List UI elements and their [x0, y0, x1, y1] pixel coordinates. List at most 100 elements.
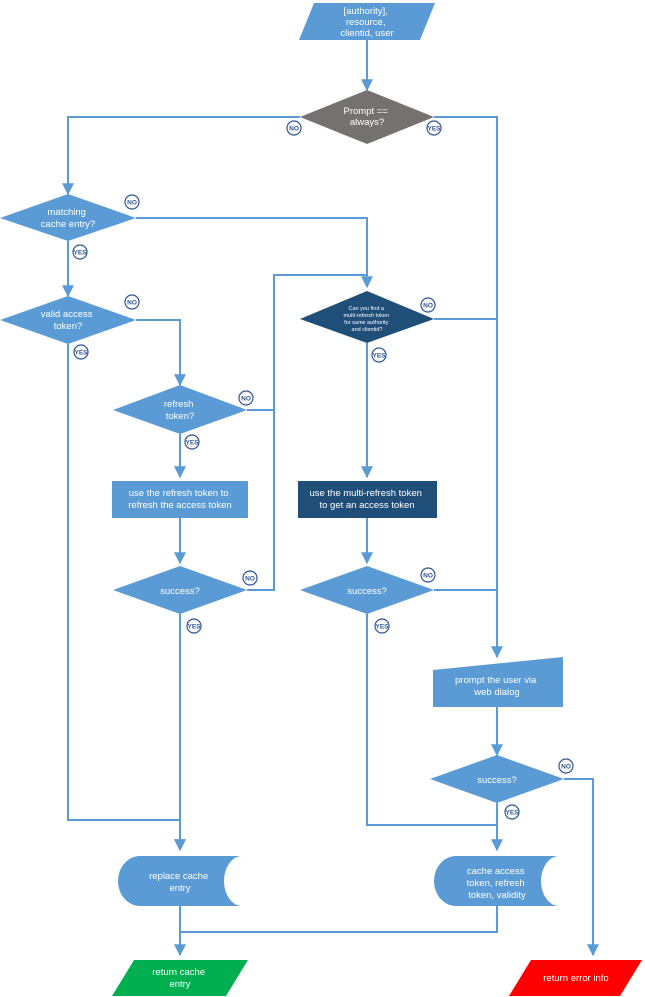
return-error-shape: [509, 960, 642, 996]
svg-text:YES: YES: [185, 440, 199, 447]
use-multi-refresh-process: use the multi-refresh token to get an ac…: [298, 481, 437, 518]
edge-success-prompt-no-to-error: [564, 778, 599, 957]
edge-cache-to-return: [180, 906, 498, 933]
use-multi-refresh-line-1: use the multi-refresh token: [309, 488, 421, 499]
svg-text:YES: YES: [73, 250, 87, 257]
multi-refresh-line-4: and clientid?: [352, 327, 383, 333]
multi-refresh-line-1: Can you find a: [349, 306, 385, 312]
success-multi-shape: [300, 566, 434, 614]
badge-success-multi-no: NO: [420, 567, 436, 583]
badge-matching-no: NO: [124, 194, 140, 210]
badge-valid-no: NO: [124, 294, 140, 310]
return-cache-line-2: entry: [169, 979, 190, 990]
badge-success-refresh-yes: YES: [186, 618, 202, 634]
multi-refresh-shape: [300, 291, 434, 343]
start-input-shape: [299, 3, 435, 40]
start-input-line-1: [authority],: [344, 6, 388, 17]
refresh-token-line-2: token?: [166, 411, 195, 422]
prompt-always-line-1: Prompt ==: [344, 106, 389, 117]
edge-prompt-no-to-matching: [62, 116, 300, 196]
badge-refresh-no: NO: [238, 390, 254, 406]
cache-access-shape: [434, 856, 559, 906]
prompt-user-line-2: web dialog: [473, 687, 519, 698]
svg-text:success?: success?: [477, 775, 517, 786]
success-refresh-decision: success?: [113, 566, 247, 614]
badge-multi-yes: YES: [371, 347, 387, 363]
edge-prompt-yes-to-prompt-user: [434, 116, 503, 659]
multi-refresh-line-3: for same authority: [344, 320, 388, 326]
svg-text:NO: NO: [127, 200, 137, 207]
refresh-token-shape: [113, 385, 247, 434]
success-refresh-line-1: success?: [160, 586, 200, 597]
cache-access-line-1: cache access: [467, 866, 525, 877]
use-refresh-line-1: use the refresh token to: [129, 488, 229, 499]
badge-success-multi-yes: YES: [374, 618, 390, 634]
svg-text:success?: success?: [160, 586, 200, 597]
svg-text:success?: success?: [347, 586, 387, 597]
svg-text:NO: NO: [289, 126, 299, 133]
svg-text:YES: YES: [505, 810, 519, 817]
badge-prompt-no: NO: [286, 120, 302, 136]
badge-success-prompt-yes: YES: [504, 804, 520, 820]
replace-cache-line-2: entry: [169, 883, 190, 894]
badge-prompt-yes: YES: [426, 120, 442, 136]
refresh-token-line-1: refresh: [164, 399, 194, 410]
prompt-always-decision: Prompt == always?: [300, 90, 434, 144]
svg-text:refresh token?: refresh token?: [164, 399, 196, 422]
svg-text:YES: YES: [427, 126, 441, 133]
svg-text:matching cache entry?: matching cache entry?: [41, 207, 95, 230]
svg-text:YES: YES: [187, 624, 201, 631]
success-prompt-shape: [430, 755, 564, 803]
badge-valid-yes: YES: [73, 344, 89, 360]
svg-text:use the multi-refresh token: use the multi-refresh token to get an ac…: [309, 488, 424, 511]
edge-success-refresh-no: [247, 410, 275, 591]
svg-text:YES: YES: [375, 624, 389, 631]
start-input-line-2: resource,: [346, 17, 386, 28]
svg-text:YES: YES: [74, 350, 88, 357]
svg-text:use the refresh token to: use the refresh token to refresh the acc…: [128, 488, 232, 511]
svg-text:return error info: return error info: [543, 973, 608, 984]
svg-text:NO: NO: [561, 764, 571, 771]
svg-text:Prompt == always?: Prompt == always?: [344, 106, 391, 128]
valid-access-line-1: valid access: [41, 309, 93, 320]
badge-refresh-yes: YES: [184, 434, 200, 450]
svg-text:NO: NO: [241, 396, 251, 403]
prompt-always-line-2: always?: [350, 117, 384, 128]
prompt-user-shape: [433, 657, 563, 707]
start-input-node: [authority], resource, clientid, user: [299, 3, 435, 40]
svg-text:NO: NO: [245, 576, 255, 583]
return-cache-shape: [112, 960, 248, 996]
return-cache-line-1: return cache: [152, 967, 205, 978]
badge-matching-yes: YES: [72, 244, 88, 260]
use-multi-refresh-shape: [298, 481, 437, 518]
cache-access-line-3: token, validity: [468, 890, 526, 901]
edge-matching-no-to-multi: [136, 217, 373, 289]
prompt-user-line-1: prompt the user via: [455, 675, 537, 686]
replace-cache-storage: replace cache entry: [118, 856, 242, 906]
prompt-always-shape: [300, 90, 434, 144]
svg-text:[authority], resource,: [authority], resource, clientid, user: [340, 6, 393, 39]
replace-cache-line-1: replace cache: [149, 871, 208, 882]
branch-badges: NO YES NO YES NO YES NO YES: [72, 120, 574, 820]
valid-access-shape: [0, 296, 136, 344]
replace-cache-shape: [118, 856, 242, 906]
use-refresh-process: use the refresh token to refresh the acc…: [112, 481, 248, 518]
svg-text:valid access token?: valid access token?: [41, 309, 95, 332]
use-refresh-shape: [112, 481, 248, 518]
valid-access-decision: valid access token?: [0, 296, 136, 344]
edge-refresh-no-to-multi: [247, 274, 367, 411]
matching-cache-line-2: cache entry?: [41, 219, 95, 230]
svg-text:cache access token, refr: cache access token, refresh token, valid…: [467, 866, 528, 901]
return-error-line-1: return error info: [543, 973, 608, 984]
badge-success-refresh-no: NO: [242, 570, 258, 586]
return-cache-output: return cache entry: [112, 960, 248, 996]
cache-access-line-2: token, refresh: [467, 878, 525, 889]
svg-text:NO: NO: [423, 303, 433, 310]
multi-refresh-decision: Can you find a multi-refresh token for s…: [300, 291, 434, 343]
svg-text:replace cache entry: replace cache entry: [149, 871, 211, 894]
success-multi-line-1: success?: [347, 586, 387, 597]
use-multi-refresh-line-2: to get an access token: [319, 500, 414, 511]
matching-cache-decision: matching cache entry?: [0, 194, 136, 241]
success-prompt-line-1: success?: [477, 775, 517, 786]
return-error-output: return error info: [509, 960, 642, 996]
